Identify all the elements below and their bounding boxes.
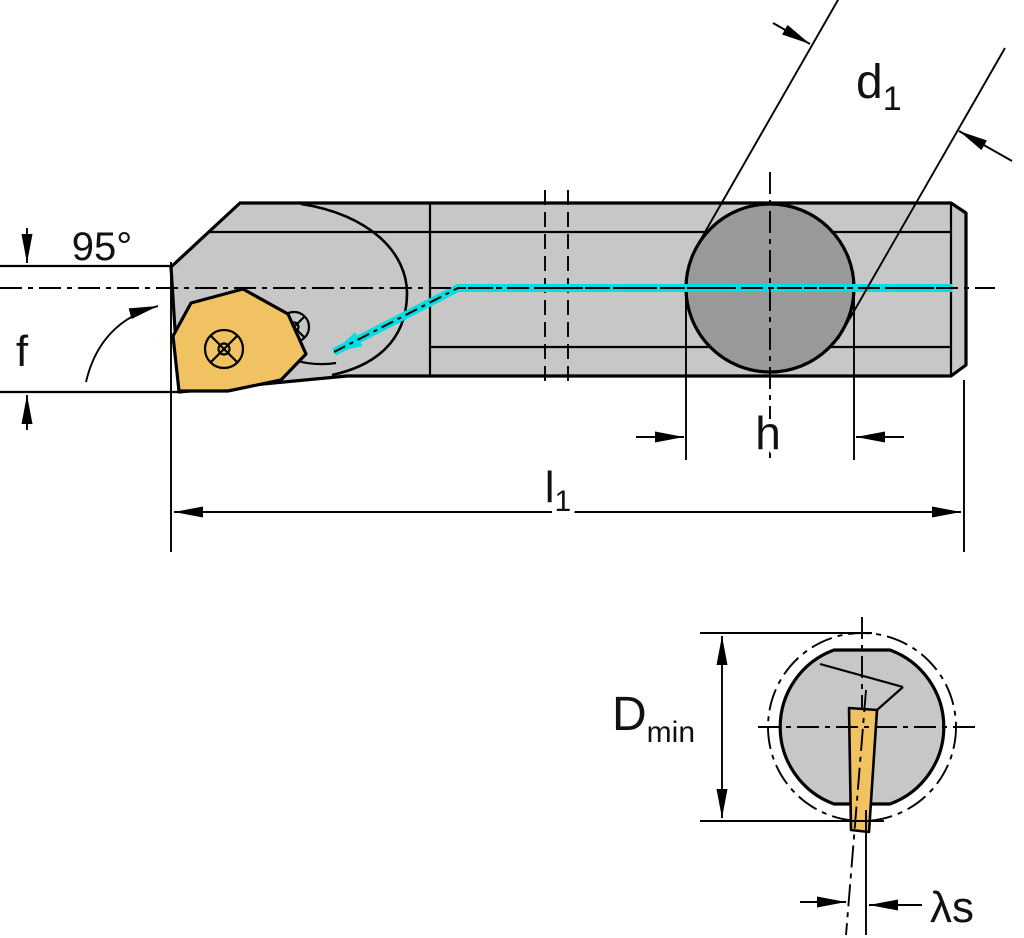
dim-l1	[170, 262, 965, 552]
label-l1: l1	[545, 463, 571, 518]
section-insert	[847, 706, 879, 834]
dim-dmin	[700, 632, 884, 822]
angle-arc-arrow	[85, 305, 159, 383]
insert-axis-line	[845, 689, 867, 936]
section-view: Dmin λs	[607, 617, 979, 937]
insert-side-view	[171, 287, 308, 393]
side-view: 95° f d1 h l1	[0, 0, 1013, 552]
label-h: h	[755, 407, 781, 459]
section-pocket-line-2	[876, 686, 904, 711]
dim-f	[0, 228, 182, 430]
dim-d1	[696, 0, 1013, 340]
dim-h	[636, 295, 904, 460]
label-f: f	[16, 327, 29, 376]
insert-screw-icon	[203, 328, 245, 370]
label-lambda-s: λs	[930, 883, 974, 932]
label-dmin: Dmin	[612, 688, 695, 749]
label-approach-angle: 95°	[72, 225, 133, 269]
dim-lambda-s	[800, 896, 922, 911]
dim-angle-95	[0, 264, 171, 383]
label-d1: d1	[856, 56, 902, 118]
head-pocket-curve	[300, 202, 409, 377]
